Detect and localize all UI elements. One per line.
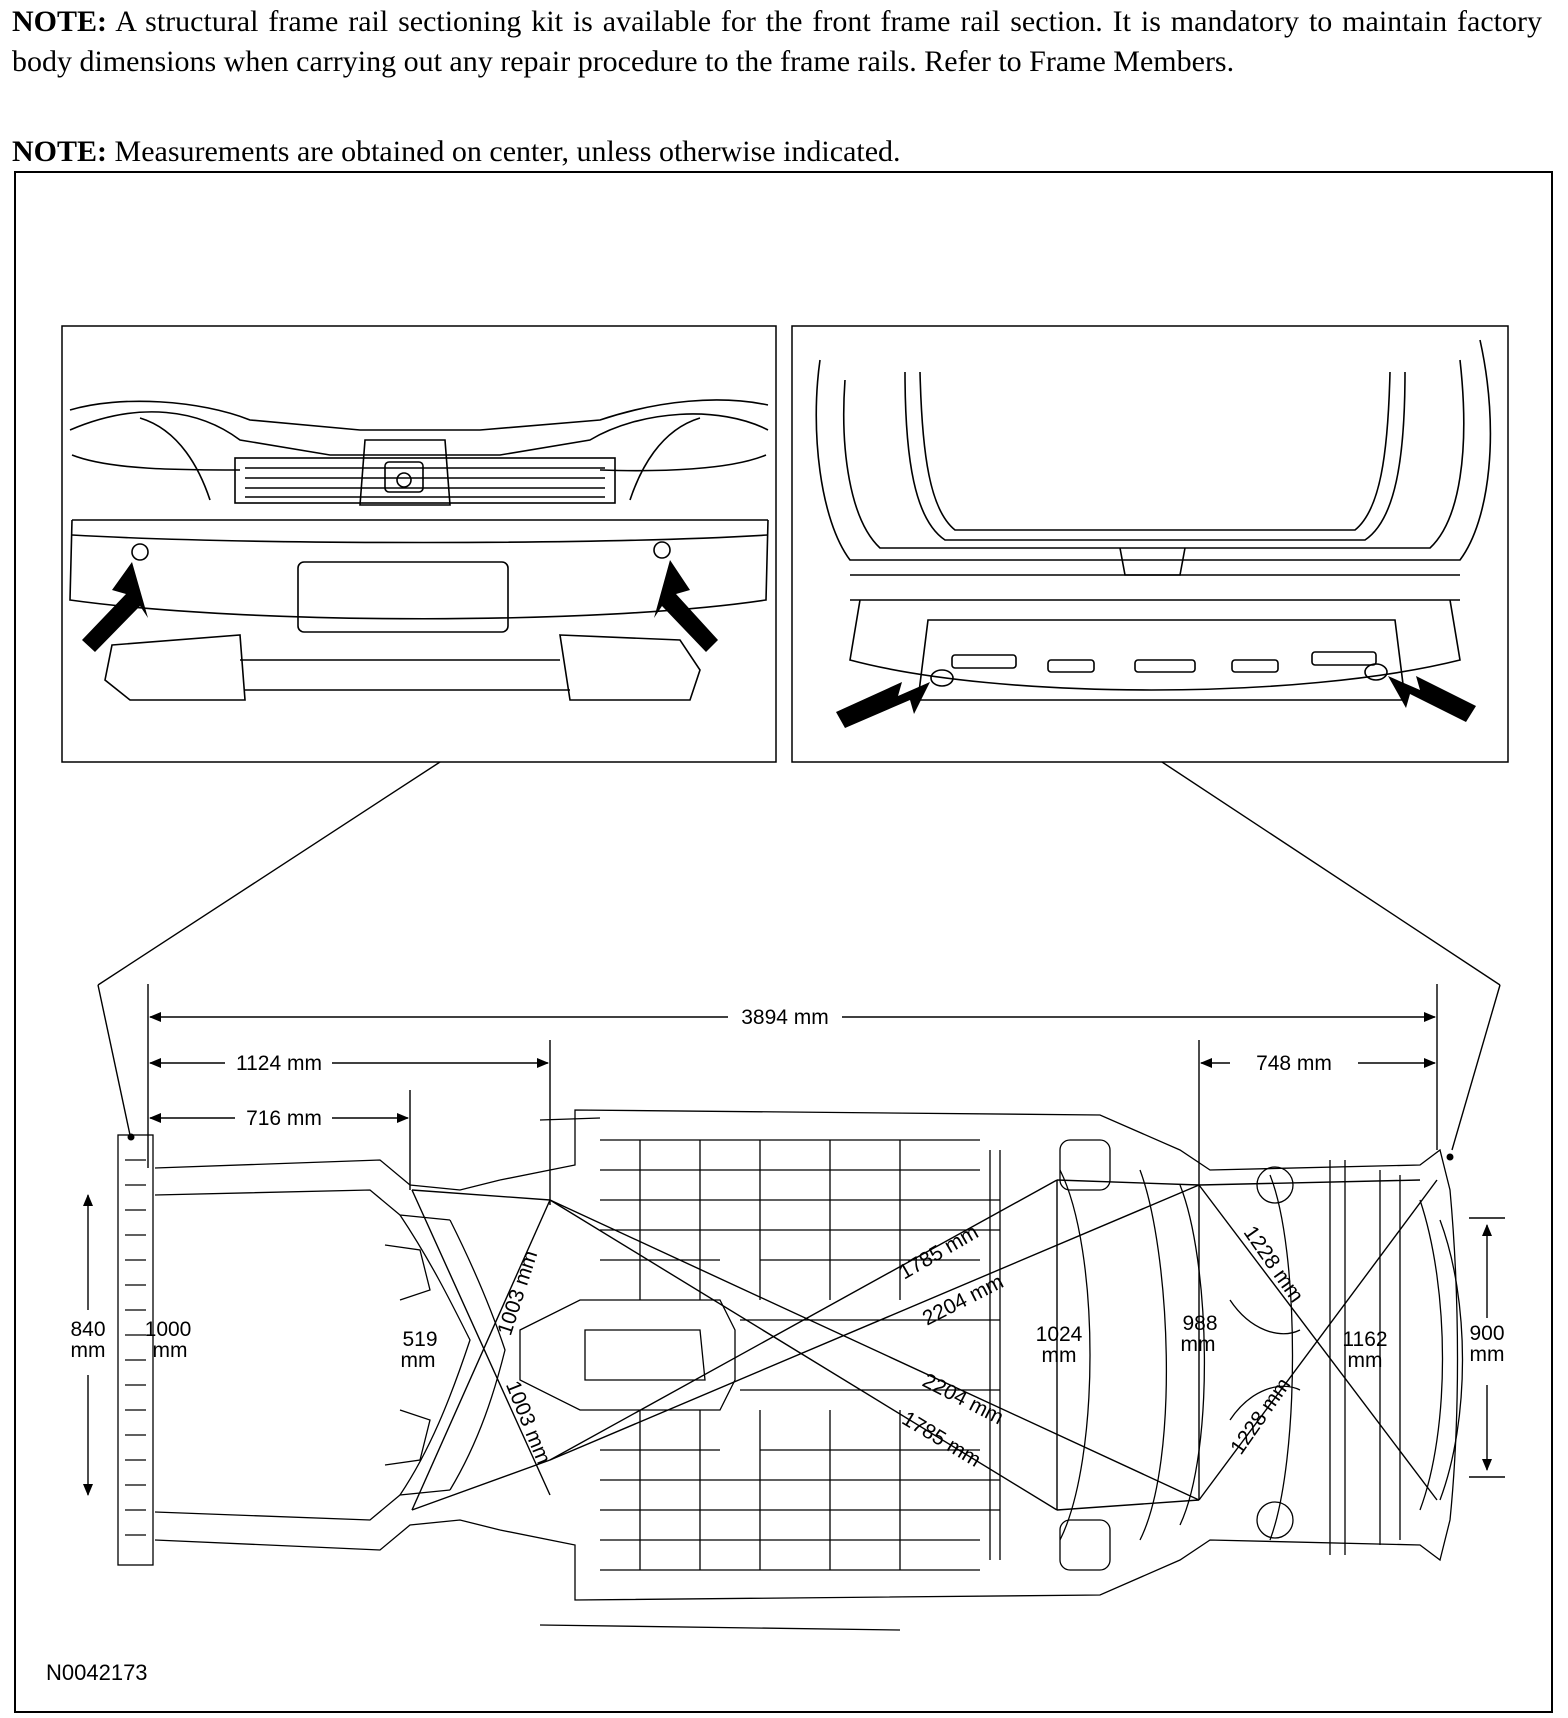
locator-arrow-icon: [654, 560, 718, 652]
note-sectioning-kit: NOTE: A structural frame rail sectioning…: [12, 2, 1542, 82]
dim-748: 748 mm: [1256, 1052, 1332, 1075]
dim-overall-length: 3894 mm: [741, 1006, 829, 1029]
dim-900-value: 900: [1469, 1322, 1504, 1345]
dim-2204-upper: 2204 mm: [919, 1270, 1007, 1330]
dim-519-unit: mm: [401, 1349, 436, 1372]
measure-point: [1446, 1153, 1454, 1161]
locator-arrow-icon: [82, 562, 148, 652]
dim-1024-unit: mm: [1042, 1344, 1077, 1367]
note-text: A structural frame rail sectioning kit i…: [12, 5, 1542, 78]
dim-840-unit: mm: [71, 1339, 106, 1362]
dim-1162-value: 1162: [1342, 1328, 1387, 1351]
note-label: NOTE:: [12, 135, 108, 168]
note-measurements: NOTE: Measurements are obtained on cente…: [12, 132, 1542, 172]
underbody-plan: [117, 1109, 1464, 1631]
dim-900-unit: mm: [1470, 1343, 1505, 1366]
rear-detail-view: [791, 325, 1509, 763]
dim-1162-unit: mm: [1348, 1349, 1383, 1372]
dim-1024-value: 1024: [1036, 1323, 1083, 1346]
dim-988-unit: mm: [1181, 1333, 1216, 1356]
note-text: Measurements are obtained on center, unl…: [114, 135, 901, 168]
figure-id: N0042173: [46, 1660, 148, 1685]
dimension-lines: [83, 984, 1505, 1511]
dim-1228-lower: 1228 mm: [1226, 1374, 1295, 1459]
dim-1124: 1124 mm: [236, 1052, 322, 1075]
locator-arrow-icon: [1388, 676, 1476, 722]
figure-border: [14, 171, 1553, 1713]
front-detail-view: [61, 325, 777, 763]
dim-519-value: 519: [402, 1328, 437, 1351]
dim-1785-lower: 1785 mm: [898, 1407, 985, 1472]
dim-840-value: 840: [70, 1318, 105, 1341]
dim-716: 716 mm: [246, 1107, 322, 1130]
dim-988-value: 988: [1182, 1312, 1217, 1335]
dim-1000-value: 1000: [145, 1318, 192, 1341]
dim-1003-lower: 1003 mm: [501, 1378, 555, 1468]
measure-point: [127, 1133, 135, 1141]
dim-1228-upper: 1228 mm: [1239, 1222, 1308, 1307]
dim-1003-upper: 1003 mm: [493, 1248, 542, 1338]
dim-1000-unit: mm: [153, 1339, 188, 1362]
note-label: NOTE:: [12, 5, 108, 38]
locator-arrow-icon: [836, 682, 930, 728]
